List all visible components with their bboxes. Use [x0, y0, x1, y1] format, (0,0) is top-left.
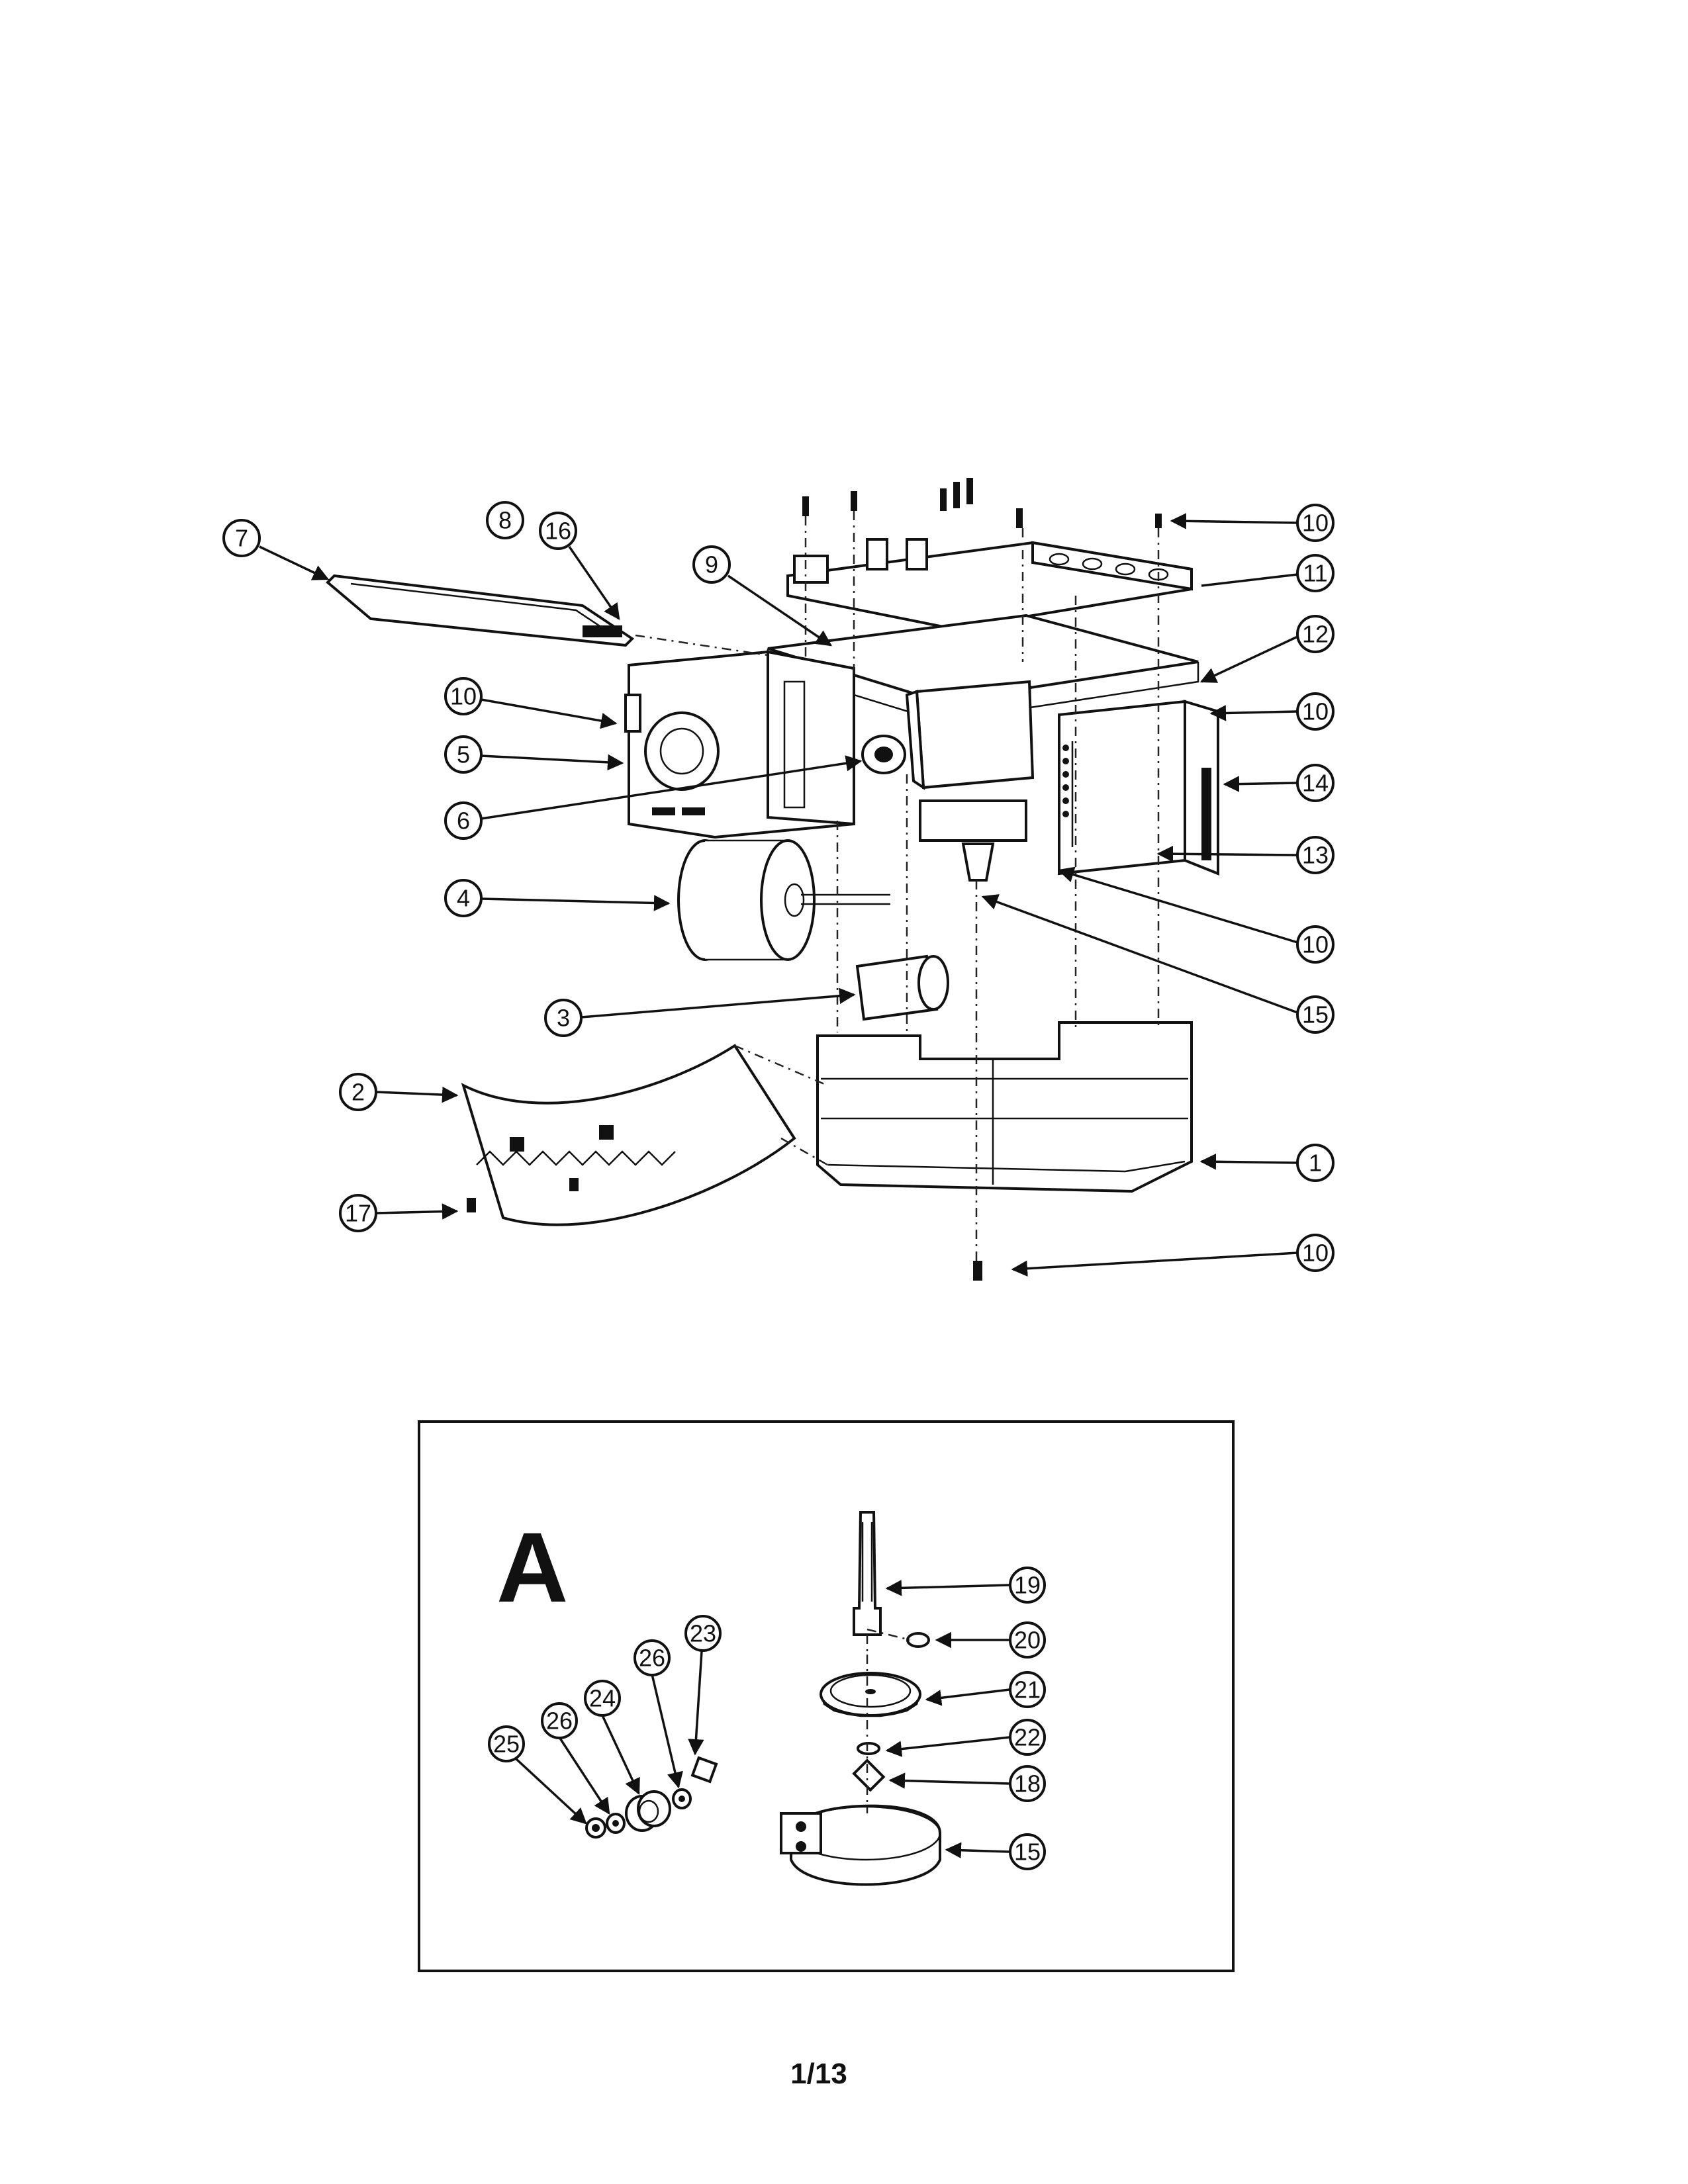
callout-21: 21: [1009, 1671, 1046, 1708]
svg-text:25: 25: [493, 1731, 520, 1758]
svg-text:9: 9: [705, 551, 718, 578]
page-number: 1/13: [790, 2058, 847, 2090]
svg-text:22: 22: [1014, 1724, 1041, 1751]
svg-text:21: 21: [1014, 1676, 1041, 1704]
callout-15-inset: 15: [1009, 1833, 1046, 1870]
callout-4: 4: [444, 879, 483, 917]
svg-text:12: 12: [1302, 621, 1329, 648]
svg-text:11: 11: [1303, 560, 1327, 587]
spring-stack: [585, 1756, 718, 1839]
part-11-mounting-bracket: [786, 538, 1193, 631]
svg-text:6: 6: [457, 807, 470, 835]
svg-text:3: 3: [557, 1005, 570, 1032]
svg-text:26: 26: [639, 1645, 665, 1672]
svg-text:10: 10: [450, 683, 477, 710]
callout-2: 2: [339, 1073, 377, 1111]
center-gear-housing: [905, 680, 1035, 882]
callout-25: 25: [488, 1725, 525, 1762]
part-3-capacitor: [855, 954, 949, 1021]
exploded-view: [326, 478, 1219, 1281]
callout-5: 5: [444, 735, 483, 774]
callout-23: 23: [684, 1615, 722, 1652]
callouts: 7 8 16 9 10 5: [222, 501, 1335, 1277]
svg-text:7: 7: [235, 525, 248, 552]
svg-text:5: 5: [457, 741, 470, 768]
callout-10-top: 10: [1296, 504, 1335, 542]
part-6-bushing: [861, 735, 906, 774]
callout-1: 1: [1296, 1144, 1335, 1182]
callout-26-right: 26: [633, 1639, 671, 1676]
svg-text:24: 24: [589, 1685, 616, 1712]
part-1-chassis-base: [816, 1021, 1193, 1193]
part-2-end-panel: [461, 1044, 796, 1226]
part-5-9-motor-housing: [624, 650, 855, 839]
callout-8: 8: [486, 501, 524, 539]
svg-text:19: 19: [1014, 1572, 1041, 1599]
callout-20: 20: [1009, 1621, 1046, 1659]
svg-text:14: 14: [1302, 770, 1329, 797]
callout-10-bottom: 10: [1296, 1234, 1335, 1272]
callout-17: 17: [339, 1194, 377, 1232]
inset-letter: A: [496, 1512, 568, 1623]
callout-7: 7: [222, 519, 261, 557]
callout-18: 18: [1009, 1765, 1046, 1802]
svg-text:13: 13: [1302, 842, 1329, 869]
svg-text:18: 18: [1014, 1770, 1041, 1797]
callout-3: 3: [544, 999, 583, 1037]
callout-10-right: 10: [1296, 692, 1335, 731]
part-7-lens-cover: [326, 574, 635, 647]
callout-16: 16: [539, 512, 577, 550]
alignment-lines: [635, 511, 1160, 1261]
gear-assembly: [780, 1511, 941, 1886]
svg-text:15: 15: [1302, 1001, 1329, 1028]
svg-text:16: 16: [545, 518, 571, 545]
svg-text:15: 15: [1014, 1839, 1041, 1866]
svg-text:23: 23: [690, 1620, 716, 1647]
inset-a: A: [418, 1420, 1235, 1972]
inset-frame: [418, 1420, 1235, 1972]
svg-text:10: 10: [1302, 1240, 1329, 1267]
bottom-screw: [973, 1261, 982, 1281]
callout-19: 19: [1009, 1567, 1046, 1604]
callout-14: 14: [1296, 764, 1335, 802]
svg-text:10: 10: [1302, 510, 1329, 537]
callout-10-mid-right: 10: [1296, 925, 1335, 964]
callout-6: 6: [444, 801, 483, 840]
callout-13: 13: [1296, 836, 1335, 874]
part-13-14-logic-board: [1058, 700, 1219, 876]
svg-text:17: 17: [345, 1200, 371, 1227]
callout-10-left: 10: [444, 677, 483, 715]
svg-text:26: 26: [546, 1707, 573, 1735]
callout-24: 24: [584, 1680, 621, 1717]
callout-11: 11: [1296, 554, 1335, 592]
svg-text:8: 8: [498, 507, 512, 534]
top-screws: [802, 478, 1162, 528]
svg-text:2: 2: [352, 1079, 365, 1106]
svg-text:10: 10: [1302, 698, 1329, 725]
part-17-screw: [467, 1198, 476, 1212]
callout-26-left: 26: [541, 1702, 578, 1739]
callout-9: 9: [692, 545, 731, 584]
callout-22: 22: [1009, 1719, 1046, 1756]
callout-15: 15: [1296, 995, 1335, 1034]
svg-text:10: 10: [1302, 931, 1329, 958]
svg-text:4: 4: [457, 885, 470, 912]
part-4-motor: [677, 839, 890, 961]
callout-12: 12: [1296, 615, 1335, 653]
svg-text:20: 20: [1014, 1627, 1041, 1654]
svg-text:1: 1: [1309, 1150, 1322, 1177]
